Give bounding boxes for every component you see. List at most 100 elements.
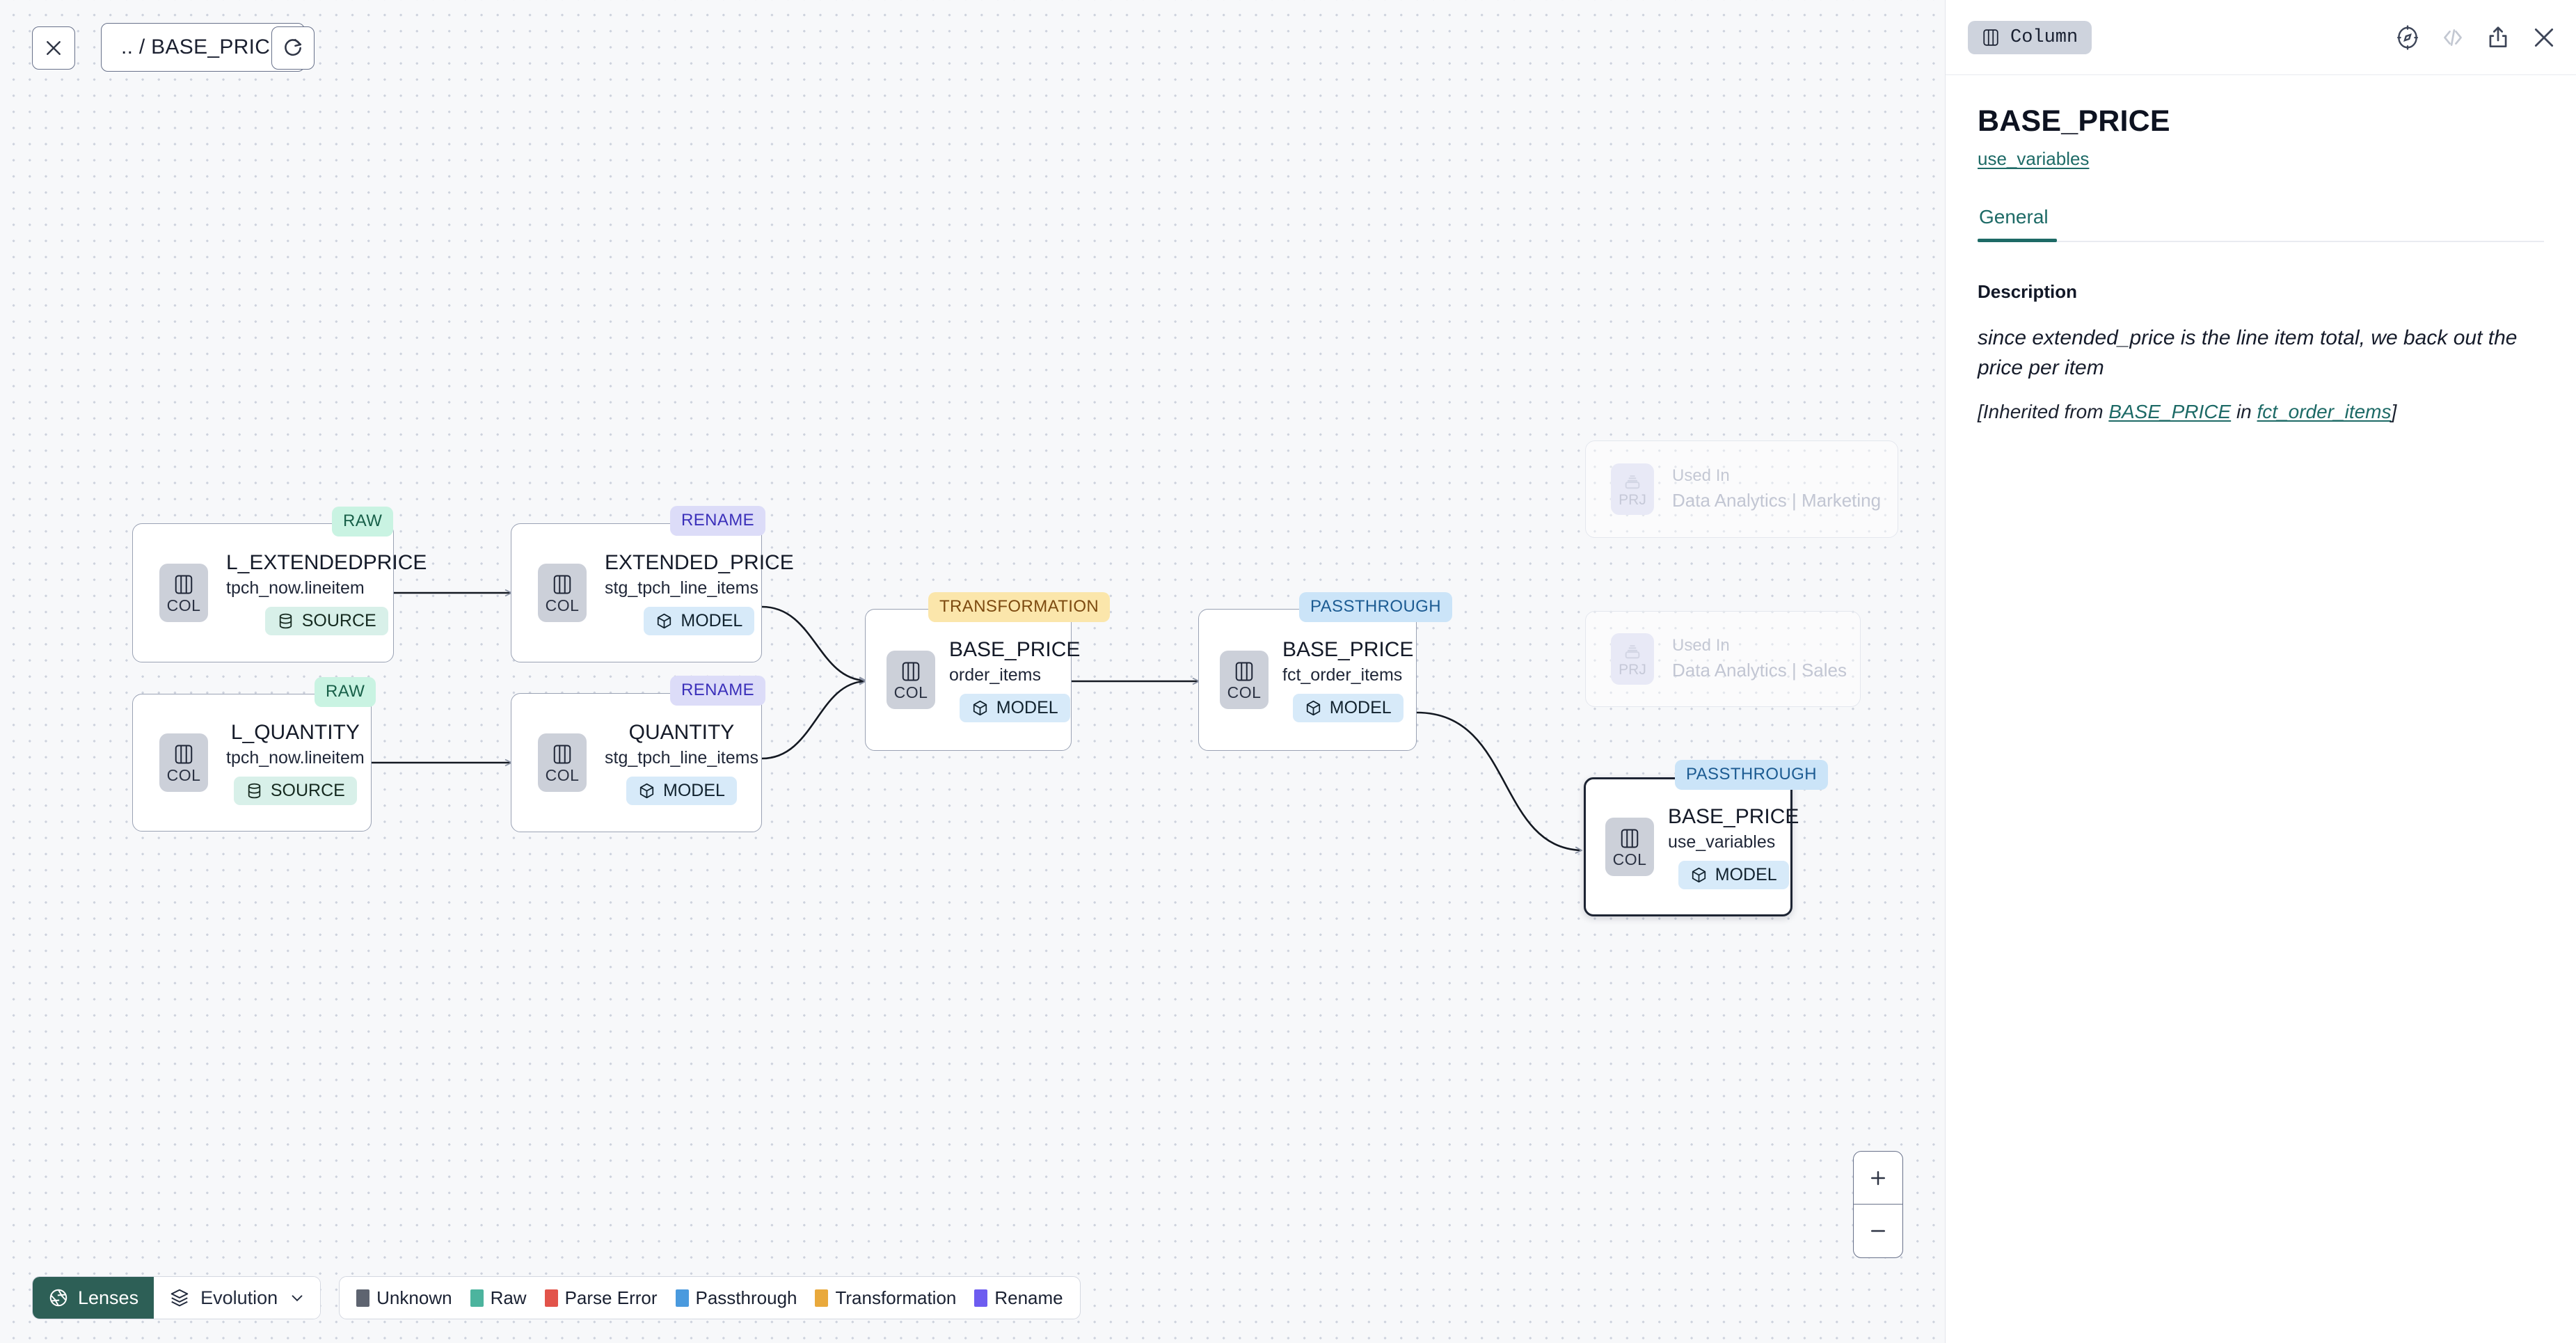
minus-icon (1871, 1230, 1885, 1232)
node-title: BASE_PRICE (1282, 637, 1414, 661)
column-kind-chip: COL (159, 733, 208, 792)
layers-icon (170, 1289, 189, 1307)
legend-label: Unknown (376, 1287, 452, 1308)
kind-label: COL (545, 596, 580, 614)
cube-icon (1306, 701, 1320, 716)
inherited-prefix: [Inherited from (1978, 401, 2109, 423)
kind-label: PRJ (1619, 491, 1646, 508)
close-icon[interactable] (2530, 24, 2558, 51)
share-icon[interactable] (2485, 24, 2511, 51)
lens-tag-passthrough: PASSTHROUGH (1299, 592, 1452, 622)
column-kind-chip: COL (887, 651, 935, 709)
cube-icon (973, 701, 987, 716)
page-title: BASE_PRICE (1978, 104, 2170, 138)
kind-label: COL (545, 765, 580, 784)
kind-label: COL (893, 683, 928, 701)
lenses-button[interactable]: Lenses (33, 1277, 154, 1319)
legend-swatch (815, 1289, 829, 1307)
lineage-canvas[interactable]: .. / BASE_PRICE RAW COL L_EXTENDEDP (0, 0, 1945, 1343)
column-icon (553, 745, 571, 763)
materialization-pill: MODEL (1678, 861, 1789, 890)
column-icon (902, 662, 920, 681)
project-kind-chip: PRJ (1611, 463, 1654, 515)
refresh-icon (285, 39, 302, 56)
column-kind-chip: COL (159, 564, 208, 622)
column-kind-chip: COL (1220, 651, 1269, 709)
node-title: BASE_PRICE (1668, 804, 1799, 828)
materialization-label: MODEL (1715, 865, 1777, 885)
legend-item[interactable]: Passthrough (675, 1287, 797, 1309)
legend-label: Raw (490, 1287, 527, 1308)
evolution-dropdown[interactable]: Evolution (154, 1277, 321, 1319)
lens-tag-rename: RENAME (670, 506, 766, 536)
graph-node-base-price-fct-order-items[interactable]: COL BASE_PRICE fct_order_items MODEL (1198, 609, 1417, 751)
legend-item[interactable]: Raw (470, 1287, 527, 1309)
database-icon (279, 614, 292, 629)
legend-swatch (356, 1289, 370, 1307)
graph-node-quantity[interactable]: COL QUANTITY stg_tpch_line_items MODEL (511, 693, 762, 832)
kind-label: COL (166, 596, 201, 614)
graph-node-base-price-order-items[interactable]: COL BASE_PRICE order_items MODEL (865, 609, 1080, 751)
column-icon (1983, 29, 1998, 46)
column-icon (175, 575, 193, 594)
entity-type-badge: Column (1968, 20, 2092, 54)
kind-label: COL (1612, 850, 1647, 868)
breadcrumb[interactable]: .. / BASE_PRICE (101, 23, 305, 72)
zoom-in-button[interactable] (1854, 1152, 1902, 1205)
graph-node-l-extendedprice[interactable]: COL L_EXTENDEDPRICE tpch_now.lineitem SO… (132, 523, 427, 662)
lenses-group: Lenses Evolution (32, 1276, 321, 1319)
parent-model-link[interactable]: use_variables (1978, 148, 2090, 169)
code-icon[interactable] (2440, 24, 2466, 51)
inherited-middle: in (2231, 401, 2257, 423)
column-kind-chip: COL (538, 564, 587, 622)
zoom-out-button[interactable] (1854, 1205, 1902, 1257)
lens-tag-raw: RAW (315, 677, 376, 707)
materialization-pill: MODEL (644, 607, 755, 636)
inherited-note: [Inherited from BASE_PRICE in fct_order_… (1978, 401, 2544, 423)
panel-actions (2394, 24, 2558, 51)
kind-label: COL (1227, 683, 1262, 701)
column-kind-chip: COL (538, 733, 587, 792)
database-icon (248, 784, 261, 799)
node-subtitle: fct_order_items (1282, 665, 1403, 685)
node-subtitle: tpch_now.lineitem (226, 578, 365, 598)
inherited-model-link[interactable]: fct_order_items (2257, 401, 2392, 423)
legend-item[interactable]: Unknown (356, 1287, 452, 1309)
lens-tag-transformation: TRANSFORMATION (928, 592, 1111, 622)
close-lineage-button[interactable] (32, 26, 75, 70)
ghost-node-used-in-marketing[interactable]: PRJ Used In Data Analytics | Marketing (1585, 440, 1898, 538)
cube-icon (1692, 868, 1706, 883)
lens-tag-passthrough: PASSTHROUGH (1675, 760, 1828, 790)
node-title: L_QUANTITY (230, 720, 360, 744)
refresh-button[interactable] (271, 26, 315, 70)
used-in-label: Used In (1672, 466, 1730, 486)
column-icon (1621, 829, 1639, 848)
legend-label: Passthrough (695, 1287, 797, 1308)
legend-label: Rename (994, 1287, 1063, 1308)
materialization-pill: SOURCE (264, 607, 388, 636)
details-panel: Column (1945, 0, 2576, 1343)
aperture-icon (49, 1289, 67, 1307)
tab-general[interactable]: General (1978, 206, 2057, 242)
used-in-label: Used In (1672, 636, 1730, 655)
node-title: QUANTITY (628, 720, 735, 744)
chevron-down-icon (292, 1295, 303, 1302)
node-subtitle: stg_tpch_line_items (605, 578, 758, 598)
inherited-column-link[interactable]: BASE_PRICE (2108, 401, 2232, 423)
ghost-node-used-in-sales[interactable]: PRJ Used In Data Analytics | Sales (1585, 611, 1861, 707)
graph-node-l-quantity[interactable]: COL L_QUANTITY tpch_now.lineitem SOURCE (132, 694, 372, 832)
column-icon (553, 575, 571, 594)
legend-item[interactable]: Parse Error (544, 1287, 658, 1309)
explore-icon[interactable] (2394, 24, 2421, 51)
legend-item[interactable]: Rename (974, 1287, 1063, 1309)
project-kind-chip: PRJ (1611, 633, 1654, 685)
lens-tag-rename: RENAME (670, 676, 766, 706)
graph-node-extended-price[interactable]: COL EXTENDED_PRICE stg_tpch_line_items M… (511, 523, 794, 662)
materialization-label: MODEL (663, 781, 725, 801)
node-subtitle: order_items (949, 665, 1041, 685)
node-title: L_EXTENDEDPRICE (226, 550, 427, 574)
plus-icon (1871, 1170, 1885, 1185)
legend-item[interactable]: Transformation (815, 1287, 956, 1309)
graph-node-base-price-use-variables[interactable]: COL BASE_PRICE use_variables MODEL (1584, 777, 1799, 916)
column-icon (175, 745, 193, 763)
